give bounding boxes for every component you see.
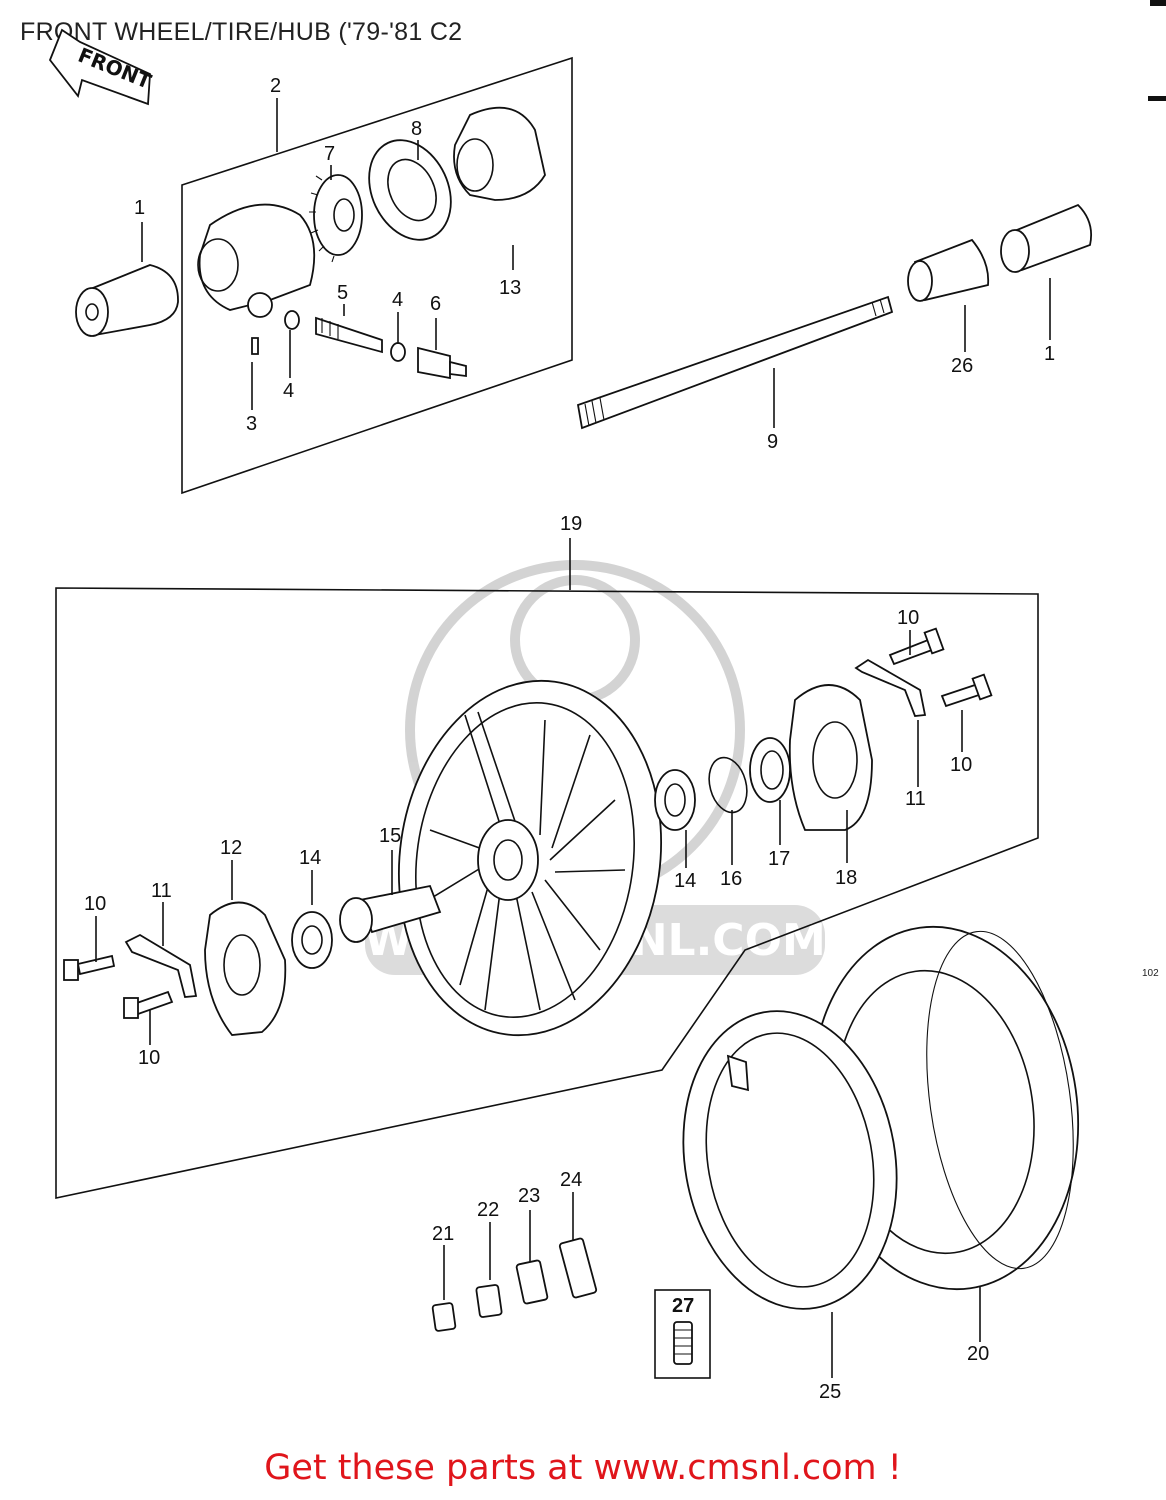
part-27-valve-core	[654, 1289, 711, 1379]
part-19-wheel-rim	[398, 679, 662, 1037]
part-12-disc-plate	[204, 901, 287, 1036]
part-4-washer-right	[390, 342, 406, 362]
callout-7: 7	[324, 143, 335, 165]
callout-23: 23	[518, 1185, 540, 1207]
callout-15: 15	[379, 825, 401, 847]
edge-mark-side	[1148, 96, 1166, 101]
callout-26: 26	[951, 355, 973, 377]
part-17-oil-seal	[749, 737, 791, 803]
part-10-bolt-right-lower	[940, 673, 993, 708]
callout-17: 17	[768, 848, 790, 870]
callout-13: 13	[499, 277, 521, 299]
part-13-retainer	[453, 106, 546, 201]
callout-25: 25	[819, 1381, 841, 1403]
edge-mark-top	[1150, 0, 1166, 6]
wheel-assembly-frame	[55, 587, 1039, 1199]
part-1-spacer-left	[75, 264, 179, 337]
callout-27: 27	[672, 1295, 694, 1317]
part-25-inner-tube	[682, 1010, 898, 1310]
callout-3: 3	[246, 413, 257, 435]
cmsnl-promo-link[interactable]: Get these parts at www.cmsnl.com !	[264, 1448, 902, 1488]
part-3-pin	[251, 337, 259, 355]
part-7-drive-gear	[309, 174, 363, 263]
callout-19: 19	[560, 513, 582, 535]
part-5-pinion-gear	[315, 316, 383, 354]
part-10-bolt-left-upper	[63, 954, 116, 981]
part-11-lock-washer-left	[124, 933, 198, 998]
part-18-disc-plate	[788, 684, 873, 831]
upper-assembly-frame	[181, 56, 573, 495]
part-8-oil-seal	[368, 139, 452, 241]
callout-20: 20	[967, 1343, 989, 1365]
diagram-reference-code: 102	[1142, 968, 1159, 979]
part-15-distance-collar	[339, 884, 442, 943]
part-10-bolt-right-upper	[888, 627, 945, 666]
callout-4-left: 4	[283, 380, 294, 402]
exploded-parts-diagram: WWW.CMSNL.COM FRONT	[48, 28, 1093, 1403]
callout-10-left-bottom: 10	[138, 1047, 160, 1069]
part-24-balance-weight	[558, 1237, 598, 1299]
part-11-lock-washer-right	[854, 658, 927, 717]
part-14-bearing-left	[291, 911, 333, 969]
part-23-balance-weight	[515, 1259, 549, 1305]
callout-5: 5	[337, 282, 348, 304]
leader-lines	[95, 98, 1051, 1378]
part-21-balance-weight	[431, 1302, 457, 1332]
page-title: FRONT WHEEL/TIRE/HUB ('79-'81 C2	[20, 18, 463, 46]
callout-11-left: 11	[151, 880, 172, 902]
part-16-circlip	[708, 756, 748, 814]
part-2-speedo-gearbox	[197, 203, 316, 318]
callout-22: 22	[477, 1199, 499, 1221]
callout-16: 16	[720, 868, 742, 890]
callout-14-right: 14	[674, 870, 696, 892]
part-26-collar	[907, 238, 990, 302]
part-9-axle	[576, 295, 894, 430]
callout-10-top: 10	[897, 607, 919, 629]
callout-2: 2	[270, 75, 281, 97]
callout-4-right: 4	[392, 289, 403, 311]
callout-12: 12	[220, 837, 242, 859]
callout-9: 9	[767, 431, 778, 453]
callout-11-right: 11	[905, 788, 926, 810]
part-14-bearing-right	[654, 769, 696, 831]
part-6-bushing	[417, 346, 467, 380]
callout-10-right: 10	[950, 754, 972, 776]
callout-24: 24	[560, 1169, 582, 1191]
callout-1-left: 1	[134, 197, 145, 219]
callout-1-right: 1	[1044, 343, 1055, 365]
part-4-washer-left	[284, 310, 300, 330]
callout-14-left: 14	[299, 847, 321, 869]
callout-18: 18	[835, 867, 857, 889]
callout-21: 21	[432, 1223, 454, 1245]
callout-8: 8	[411, 118, 422, 140]
front-arrow-badge: FRONT	[48, 28, 155, 106]
callout-10-left-top: 10	[84, 893, 106, 915]
part-22-balance-weight	[475, 1284, 503, 1318]
callout-6: 6	[430, 293, 441, 315]
part-1-spacer-right	[1000, 203, 1093, 273]
callout-labels: 1 2 7 8 13 5 4 6 3 4 26 1 9 19 10 10 11 …	[84, 75, 1055, 1403]
part-10-bolt-left-lower	[123, 990, 174, 1019]
